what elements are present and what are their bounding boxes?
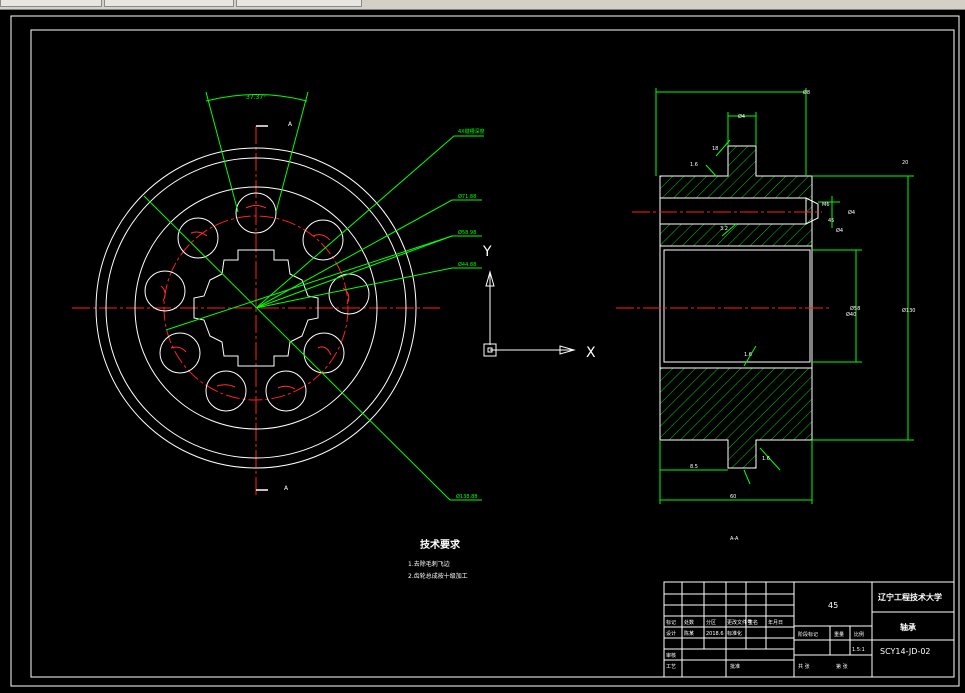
sec-dim-7: 45 bbox=[828, 218, 834, 224]
diameter-dim-line bbox=[143, 195, 451, 501]
tech-req-line-1: 1.去除毛刺飞边 bbox=[408, 560, 450, 568]
spline-bore bbox=[193, 249, 319, 367]
sec-dim-11: Ø58 bbox=[850, 305, 860, 312]
title-block-cells: 标记 处数 分区 更改文件号 签名 年月日 设计 陈某 2018.6 标准化 审… bbox=[666, 619, 865, 670]
hole-8 bbox=[144, 270, 186, 312]
drawing-tab-2[interactable] bbox=[104, 0, 234, 7]
outer-circle-2 bbox=[105, 157, 407, 459]
tb-cell-12: 批准 bbox=[730, 663, 740, 670]
tb-cell-16: 1.5:1 bbox=[852, 647, 865, 653]
cad-drawing: 37.37° A A 4X键槽深度 Ø71.88 Ø58.98 Ø44.88 Ø… bbox=[10, 15, 960, 687]
section-mark-top: A bbox=[288, 121, 293, 128]
sec-dim-0: Ø8 bbox=[803, 89, 810, 96]
tb-cell-14: 重量 bbox=[834, 631, 844, 638]
tb-cell-17: 共 张 bbox=[798, 663, 810, 670]
tech-requirements: 技术要求 1.去除毛刺飞边 2.齿轮总成按十级加工 bbox=[408, 538, 468, 580]
sec-dim-5: M6 bbox=[822, 202, 830, 208]
sheet-inner-border bbox=[30, 29, 955, 678]
sec-dim-16: 60 bbox=[730, 494, 736, 500]
tb-cell-2: 分区 bbox=[706, 619, 716, 626]
tb-cell-7: 陈某 bbox=[684, 630, 694, 637]
section-view: Ø8 Ø4 18 1.6 3.2 M6 Ø4 45 Ø4 20 Ø130 Ø58… bbox=[616, 88, 915, 542]
tb-cell-8: 2018.6 bbox=[706, 631, 724, 637]
sec-dim-2: 18 bbox=[712, 146, 718, 152]
section-mark-bottom: A bbox=[284, 485, 289, 492]
tb-cell-10: 审核 bbox=[666, 652, 676, 659]
drawing-tab-3[interactable] bbox=[236, 0, 362, 7]
sec-dim-13: 1.6 bbox=[744, 352, 752, 358]
drawing-tab-1[interactable] bbox=[0, 0, 102, 7]
leader-lines bbox=[165, 135, 484, 501]
school-text: 辽宁工程技术大学 bbox=[878, 592, 942, 602]
section-label: A-A bbox=[730, 536, 739, 542]
sec-dim-4: 3.2 bbox=[720, 226, 728, 232]
hole-4 bbox=[303, 332, 345, 374]
hole-slots bbox=[160, 205, 350, 390]
title-block bbox=[663, 581, 955, 678]
sec-dim-9: 20 bbox=[902, 160, 908, 166]
ucs-y-label: Y bbox=[482, 244, 492, 260]
ucs-x-label: X bbox=[586, 345, 596, 361]
sec-dim-1: Ø4 bbox=[738, 113, 745, 120]
drawing-canvas[interactable]: 37.37° A A 4X键槽深度 Ø71.88 Ø58.98 Ø44.88 Ø… bbox=[0, 10, 965, 693]
tb-cell-13: 阶段标记 bbox=[798, 631, 818, 638]
ucs-icon bbox=[483, 270, 576, 357]
part-name-text: 轴承 bbox=[900, 622, 916, 632]
tb-cell-0: 标记 bbox=[666, 619, 676, 626]
tech-req-title: 技术要求 bbox=[420, 538, 461, 551]
tb-cell-5: 年月日 bbox=[768, 619, 783, 626]
tech-req-line-2: 2.齿轮总成按十级加工 bbox=[408, 572, 468, 580]
hole-5 bbox=[265, 370, 307, 412]
hole-9 bbox=[177, 217, 219, 259]
tb-cell-6: 设计 bbox=[666, 630, 676, 637]
sheet-outer-border bbox=[10, 15, 960, 687]
sec-dim-10: Ø130 bbox=[902, 307, 915, 314]
hole-7 bbox=[159, 332, 201, 374]
sec-dim-15: 8.5 bbox=[690, 464, 698, 470]
tb-cell-11: 工艺 bbox=[666, 664, 676, 670]
front-view: 37.37° A A 4X键槽深度 Ø71.88 Ø58.98 Ø44.88 Ø… bbox=[72, 91, 485, 501]
material-text: 45 bbox=[828, 601, 838, 610]
hole-6 bbox=[205, 370, 247, 412]
hub-circle bbox=[134, 186, 378, 430]
sec-dim-8: Ø4 bbox=[836, 227, 843, 234]
bolt-holes bbox=[144, 192, 370, 412]
leader-text-2: Ø71.88 bbox=[458, 193, 476, 200]
leader-text-3: Ø58.98 bbox=[458, 229, 476, 236]
tb-cell-15: 比例 bbox=[854, 631, 864, 638]
angle-dim-text: 37.37° bbox=[246, 94, 266, 101]
tb-cell-3: 更改文件号 bbox=[727, 619, 752, 626]
drawing-number-text: SCY14-JD-02 bbox=[880, 647, 931, 656]
hole-1 bbox=[235, 192, 277, 234]
tb-cell-4: 签名 bbox=[748, 619, 758, 626]
tb-cell-18: 第 张 bbox=[836, 663, 848, 670]
leader-text-5: Ø138.88 bbox=[456, 493, 477, 500]
sec-dim-12: Ø40 bbox=[846, 311, 856, 318]
sec-dim-6: Ø4 bbox=[848, 209, 855, 216]
outer-circle bbox=[95, 147, 417, 469]
sec-dim-14: 1.6 bbox=[762, 456, 770, 462]
bolt-circle bbox=[163, 215, 349, 401]
hole-2 bbox=[302, 219, 344, 261]
leader-text-1: 4X键槽深度 bbox=[458, 128, 485, 135]
tb-cell-1: 处数 bbox=[684, 619, 694, 626]
tb-cell-9: 标准化 bbox=[727, 630, 742, 637]
sec-dim-3: 1.6 bbox=[690, 162, 698, 168]
toolbar-strip bbox=[0, 0, 965, 10]
leader-text-4: Ø44.88 bbox=[458, 261, 476, 268]
